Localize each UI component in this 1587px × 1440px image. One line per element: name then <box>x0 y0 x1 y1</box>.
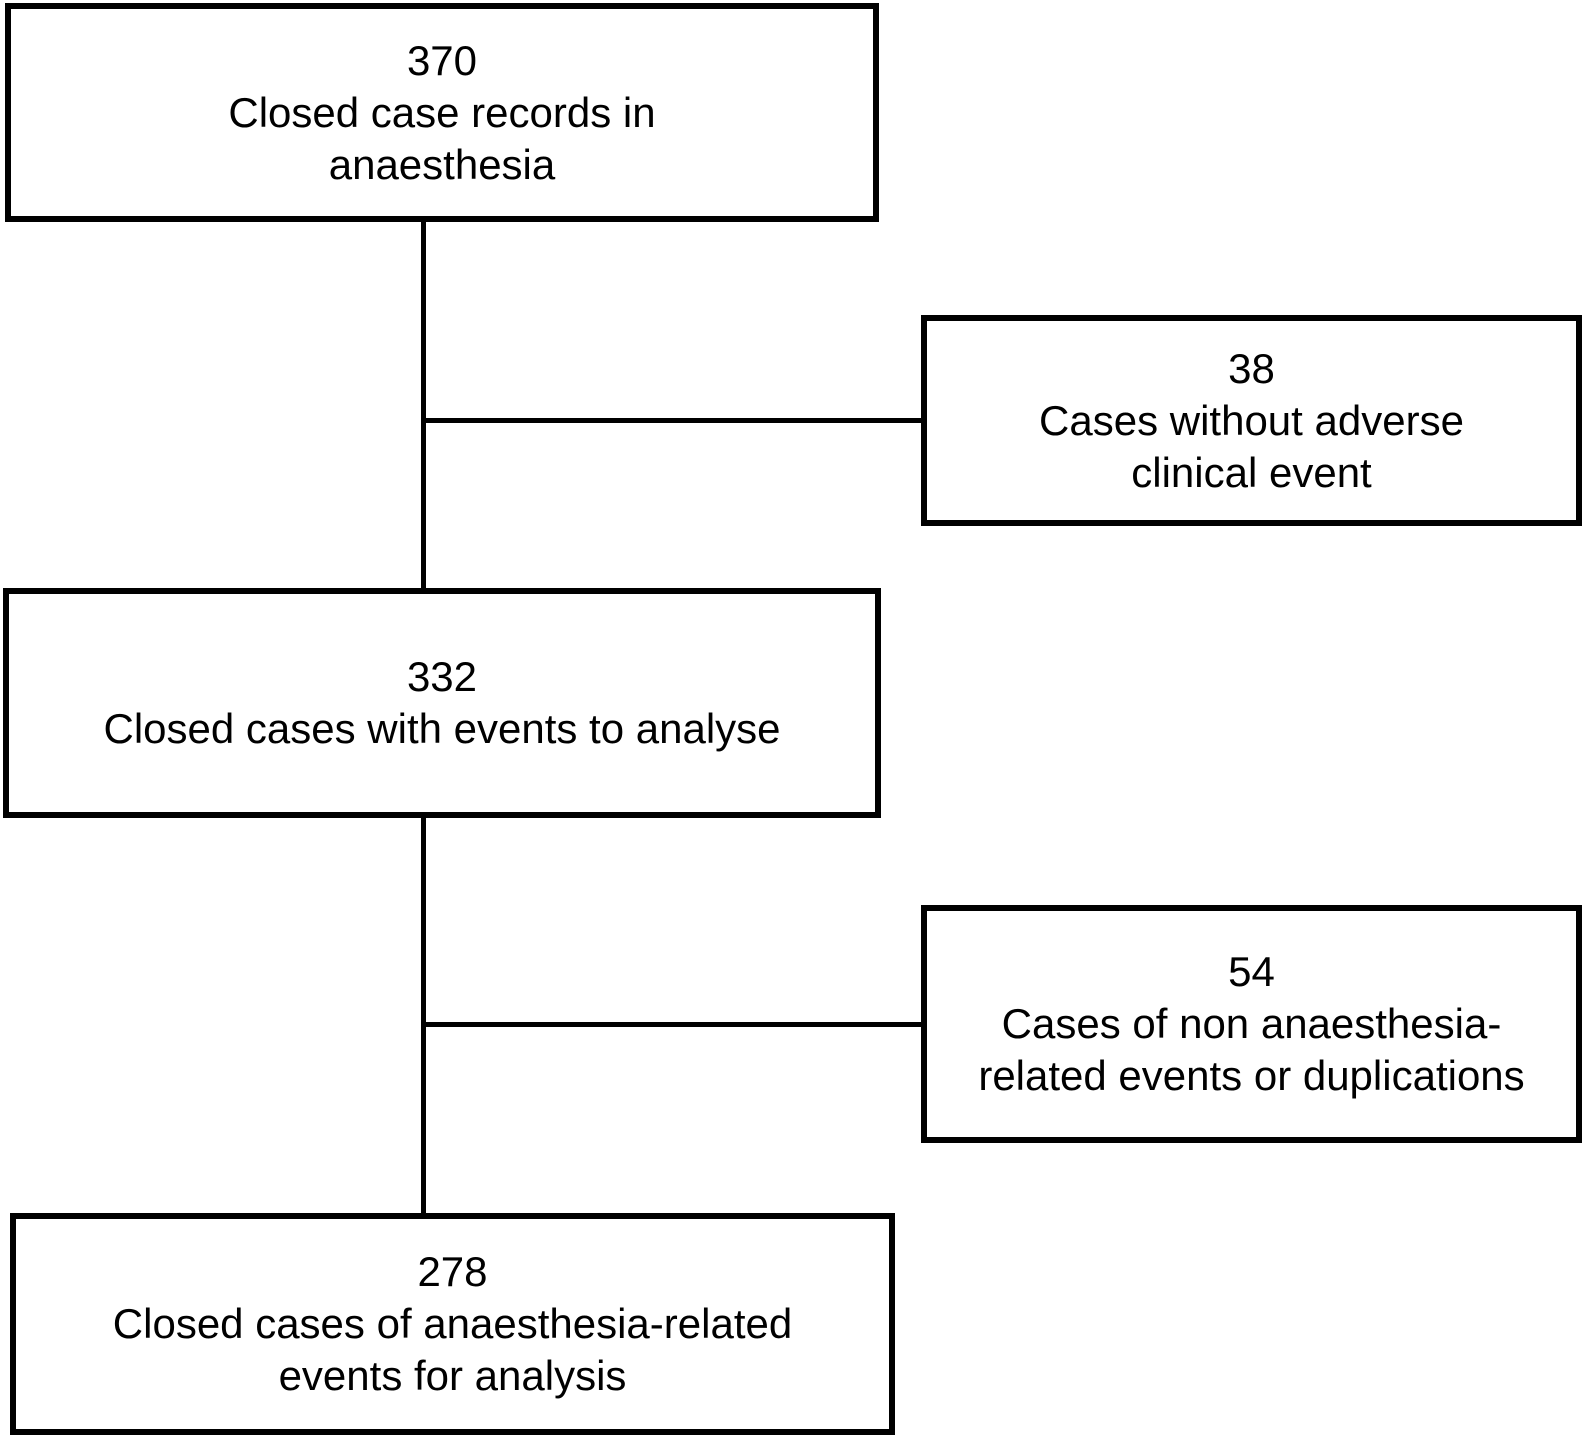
node-label-line: Cases without adverse <box>1039 396 1464 444</box>
node-label-line: related events or duplications <box>978 1052 1525 1099</box>
node-count: 370 <box>406 36 478 84</box>
connector-branch-to-54-horizontal <box>421 1022 921 1027</box>
node-label-line: Closed cases with events to analyse <box>103 705 781 752</box>
connector-370-to-332-vertical <box>421 222 426 588</box>
node-label-line: anaesthesia <box>328 140 556 188</box>
flow-node-closed-cases-for-analysis: 278 Closed cases of anaesthesia-related … <box>10 1213 895 1435</box>
node-count: 54 <box>1228 948 1275 995</box>
connector-332-to-278-vertical <box>421 818 426 1213</box>
node-count: 332 <box>406 653 478 700</box>
node-label-line: Closed cases of anaesthesia-related <box>112 1300 793 1347</box>
flow-node-closed-cases-with-events: 332 Closed cases with events to analyse <box>3 588 881 818</box>
node-count: 278 <box>417 1248 488 1295</box>
flow-node-cases-without-adverse-event: 38 Cases without adverse clinical event <box>921 315 1582 526</box>
node-label-line: clinical event <box>1131 448 1372 496</box>
connector-branch-to-38-horizontal <box>421 418 921 423</box>
node-count: 38 <box>1228 344 1275 392</box>
node-label-line: events for analysis <box>278 1352 627 1399</box>
node-label-line: Closed case records in <box>228 88 656 136</box>
flow-node-non-anaesthesia-or-duplications: 54 Cases of non anaesthesia- related eve… <box>921 905 1582 1143</box>
node-label-line: Cases of non anaesthesia- <box>1001 1000 1502 1047</box>
flow-node-closed-case-records: 370 Closed case records in anaesthesia <box>5 3 879 222</box>
